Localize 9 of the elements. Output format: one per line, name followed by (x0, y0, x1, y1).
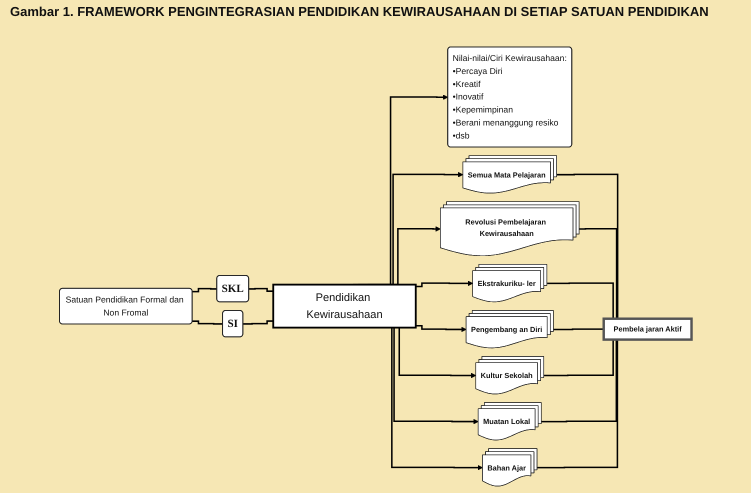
connector (192, 320, 223, 325)
connector (554, 328, 604, 330)
connector (243, 320, 274, 325)
figure-title: Gambar 1. FRAMEWORK PENGINTEGRASIAN PENDIDIKAN KEWIRAUSAHAAN DI SETIAP SATUAN PENDIDIKAN (10, 4, 710, 20)
connector (248, 288, 274, 292)
arrow (416, 325, 467, 332)
connector (192, 288, 218, 292)
node-box: Pendidikan Kewirausahaan (272, 284, 417, 329)
arrow (416, 280, 474, 288)
